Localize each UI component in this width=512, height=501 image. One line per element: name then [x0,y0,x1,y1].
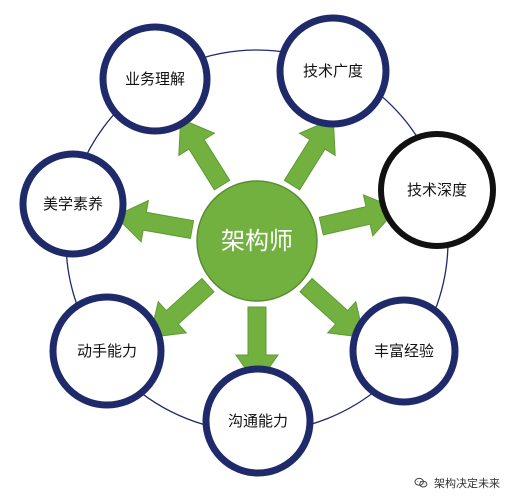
skill-node-depth: 技术深度 [378,131,496,249]
skill-node-experience: 丰富经验 [349,296,459,406]
watermark-text: 架构决定未来 [434,476,500,490]
skill-circle-breadth [276,14,390,128]
wechat-icon [414,477,428,489]
arrow-to-aesthetics [114,199,195,243]
center-layer: 架构师 [196,180,318,302]
skill-node-hands-on: 动手能力 [49,293,165,409]
skill-label-experience: 丰富经验 [374,342,434,360]
arrow-to-breadth [283,118,336,191]
skill-label-aesthetics: 美学素养 [43,195,103,213]
skill-label-hands-on: 动手能力 [77,342,137,360]
center-circle [196,180,318,302]
skill-circle-experience [349,296,459,406]
arrow-to-hands-on [149,277,215,338]
skill-label-communication: 沟通能力 [228,412,288,430]
skill-circle-aesthetics [19,150,127,258]
skill-node-breadth: 技术广度 [276,14,390,128]
skill-label-breadth: 技术广度 [303,62,363,80]
skill-label-business: 业务理解 [125,70,185,88]
watermark: 架构决定未来 [414,477,500,489]
skill-circle-business [99,23,211,135]
skill-circle-hands-on [49,293,165,409]
skill-label-depth: 技术深度 [407,181,467,199]
skill-node-business: 业务理解 [99,23,211,135]
center-label: 架构师 [221,227,293,255]
skill-node-aesthetics: 美学素养 [19,150,127,258]
skill-circle-communication [202,365,314,477]
skill-node-communication: 沟通能力 [202,365,314,477]
arrow-to-business [178,118,231,191]
skill-circle-depth [378,131,496,249]
